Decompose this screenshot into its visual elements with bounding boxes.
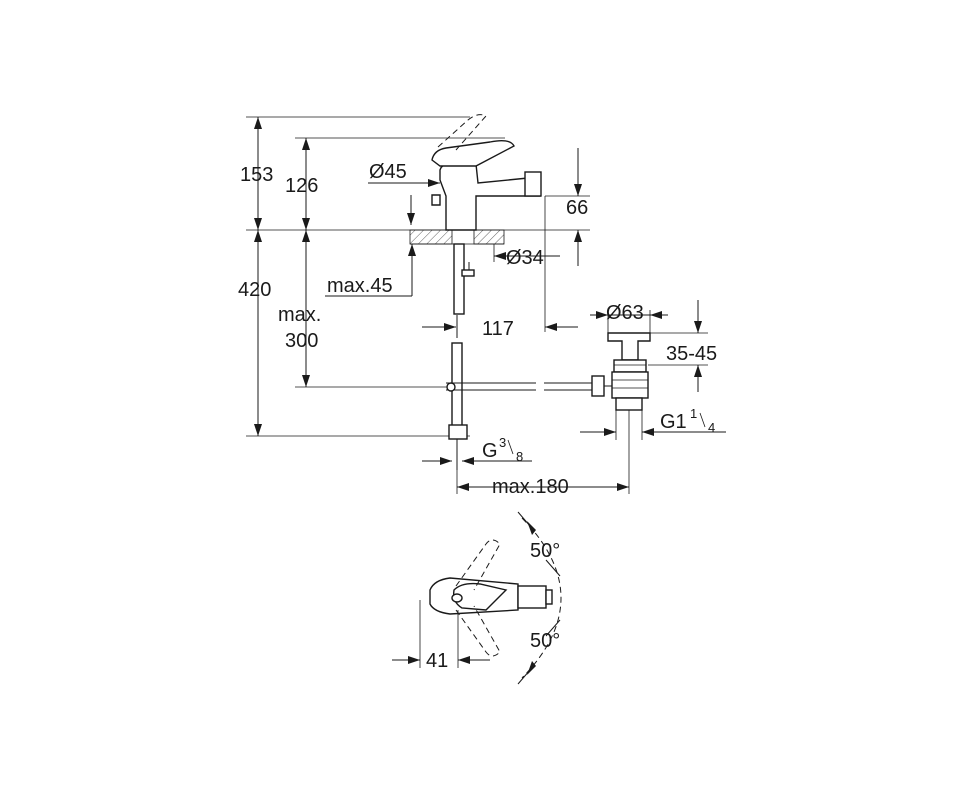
label-g3-8: G <box>482 440 498 462</box>
dimension-153 <box>254 117 262 230</box>
dimension-d45 <box>368 179 440 225</box>
dimension-d63 <box>590 310 668 333</box>
label-153: 153 <box>240 164 273 186</box>
label-angle-lower: 50° <box>530 630 560 652</box>
label-41: 41 <box>426 650 448 672</box>
label-max180: max.180 <box>492 476 569 498</box>
label-g1-num: 1 <box>690 406 697 421</box>
dimension-d34 <box>493 244 560 262</box>
dimension-max45 <box>325 244 416 297</box>
angle-arc <box>517 511 562 685</box>
thread-g1-1-4 <box>580 410 726 440</box>
label-g3-8-num: 3 <box>499 435 506 450</box>
label-420: 420 <box>238 279 271 301</box>
faucet-body <box>431 114 542 231</box>
label-g3-8-den: 8 <box>516 449 523 464</box>
label-35-45: 35-45 <box>666 343 717 365</box>
drain-waste <box>591 332 651 411</box>
label-126: 126 <box>285 175 318 197</box>
dimension-126 <box>302 138 310 230</box>
dimension-35-45 <box>694 300 702 392</box>
label-max45: max.45 <box>327 275 393 297</box>
label-66: 66 <box>566 197 588 219</box>
side-view: 153 126 420 max. 300 66 <box>238 114 726 498</box>
thread-g3-8 <box>422 457 532 465</box>
top-view-body <box>429 539 553 657</box>
label-117: 117 <box>482 318 514 340</box>
dimension-max-300 <box>302 230 310 387</box>
dimension-41 <box>392 600 490 668</box>
label-d63: Ø63 <box>606 302 644 324</box>
label-max-300-line2: 300 <box>285 330 318 352</box>
supply-hose <box>448 243 475 470</box>
dimension-117 <box>422 196 578 332</box>
popup-rod <box>446 382 593 392</box>
label-g1: G1 <box>660 411 687 433</box>
label-max-300-line1: max. <box>278 304 321 326</box>
label-angle-upper: 50° <box>530 540 560 562</box>
label-g1-den: 4 <box>708 420 715 435</box>
label-d34: Ø34 <box>506 247 544 269</box>
label-d45: Ø45 <box>369 161 407 183</box>
dimension-max180 <box>456 410 630 494</box>
dimension-420 <box>254 230 262 436</box>
countertop <box>409 229 505 245</box>
dimension-66 <box>574 148 582 266</box>
top-view: 50° 50° 41 <box>392 511 562 685</box>
